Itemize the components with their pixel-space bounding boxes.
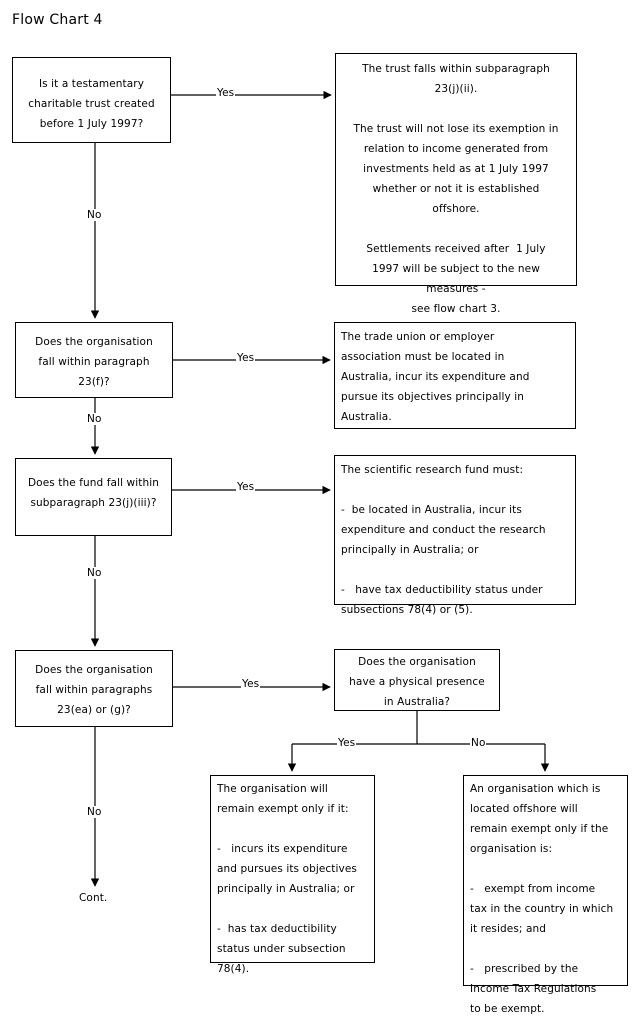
edge-label-no-q4: No	[86, 806, 103, 818]
decision-paragraph-23f[interactable]: Does the organisation fall within paragr…	[15, 322, 173, 398]
node-text: The scientific research fund must: - be …	[341, 464, 546, 616]
edge-label-no-q3: No	[86, 567, 103, 579]
node-text: The trust falls within subparagraph 23(j…	[353, 63, 559, 315]
decision-physical-presence-australia[interactable]: Does the organisation have a physical pr…	[334, 649, 500, 711]
outcome-trade-union-employer-association: The trade union or employer association …	[334, 322, 576, 429]
edge-label-yes-q3: Yes	[236, 481, 256, 493]
node-text: The trade union or employer association …	[341, 331, 530, 423]
node-text: Does the fund fall within subparagraph 2…	[27, 477, 159, 509]
edge-label-yes-q4: Yes	[241, 678, 261, 690]
decision-testamentary-charitable-trust[interactable]: Is it a testamentary charitable trust cr…	[12, 57, 171, 143]
edge-label-no-q2: No	[86, 413, 103, 425]
edge-label-yes-q1: Yes	[216, 87, 236, 99]
node-text: Does the organisation have a physical pr…	[349, 656, 485, 708]
node-text: The organisation will remain exempt only…	[217, 783, 357, 975]
node-text: An organisation which is located offshor…	[470, 783, 614, 1015]
outcome-scientific-research-fund: The scientific research fund must: - be …	[334, 455, 576, 616]
node-text: Is it a testamentary charitable trust cr…	[28, 78, 155, 130]
outcome-organisation-located-offshore: An organisation which is located offshor…	[463, 775, 628, 1015]
edge-label-yes-q5: Yes	[337, 737, 357, 749]
page-title: Flow Chart 4	[12, 12, 103, 28]
decision-subparagraph-23jiii[interactable]: Does the fund fall within subparagraph 2…	[15, 458, 172, 536]
edge-label-no-q1: No	[86, 209, 103, 221]
terminal-continue: Cont.	[79, 892, 108, 904]
edge-label-no-q5: No	[470, 737, 487, 749]
outcome-remain-exempt-only-if-it: The organisation will remain exempt only…	[210, 775, 375, 975]
node-text: Does the organisation fall within paragr…	[35, 336, 153, 388]
node-text: Does the organisation fall within paragr…	[35, 664, 153, 716]
edge-label-yes-q2: Yes	[236, 352, 256, 364]
decision-paragraphs-23ea-g[interactable]: Does the organisation fall within paragr…	[15, 650, 173, 727]
outcome-trust-subparagraph-23jii: The trust falls within subparagraph 23(j…	[335, 53, 577, 315]
